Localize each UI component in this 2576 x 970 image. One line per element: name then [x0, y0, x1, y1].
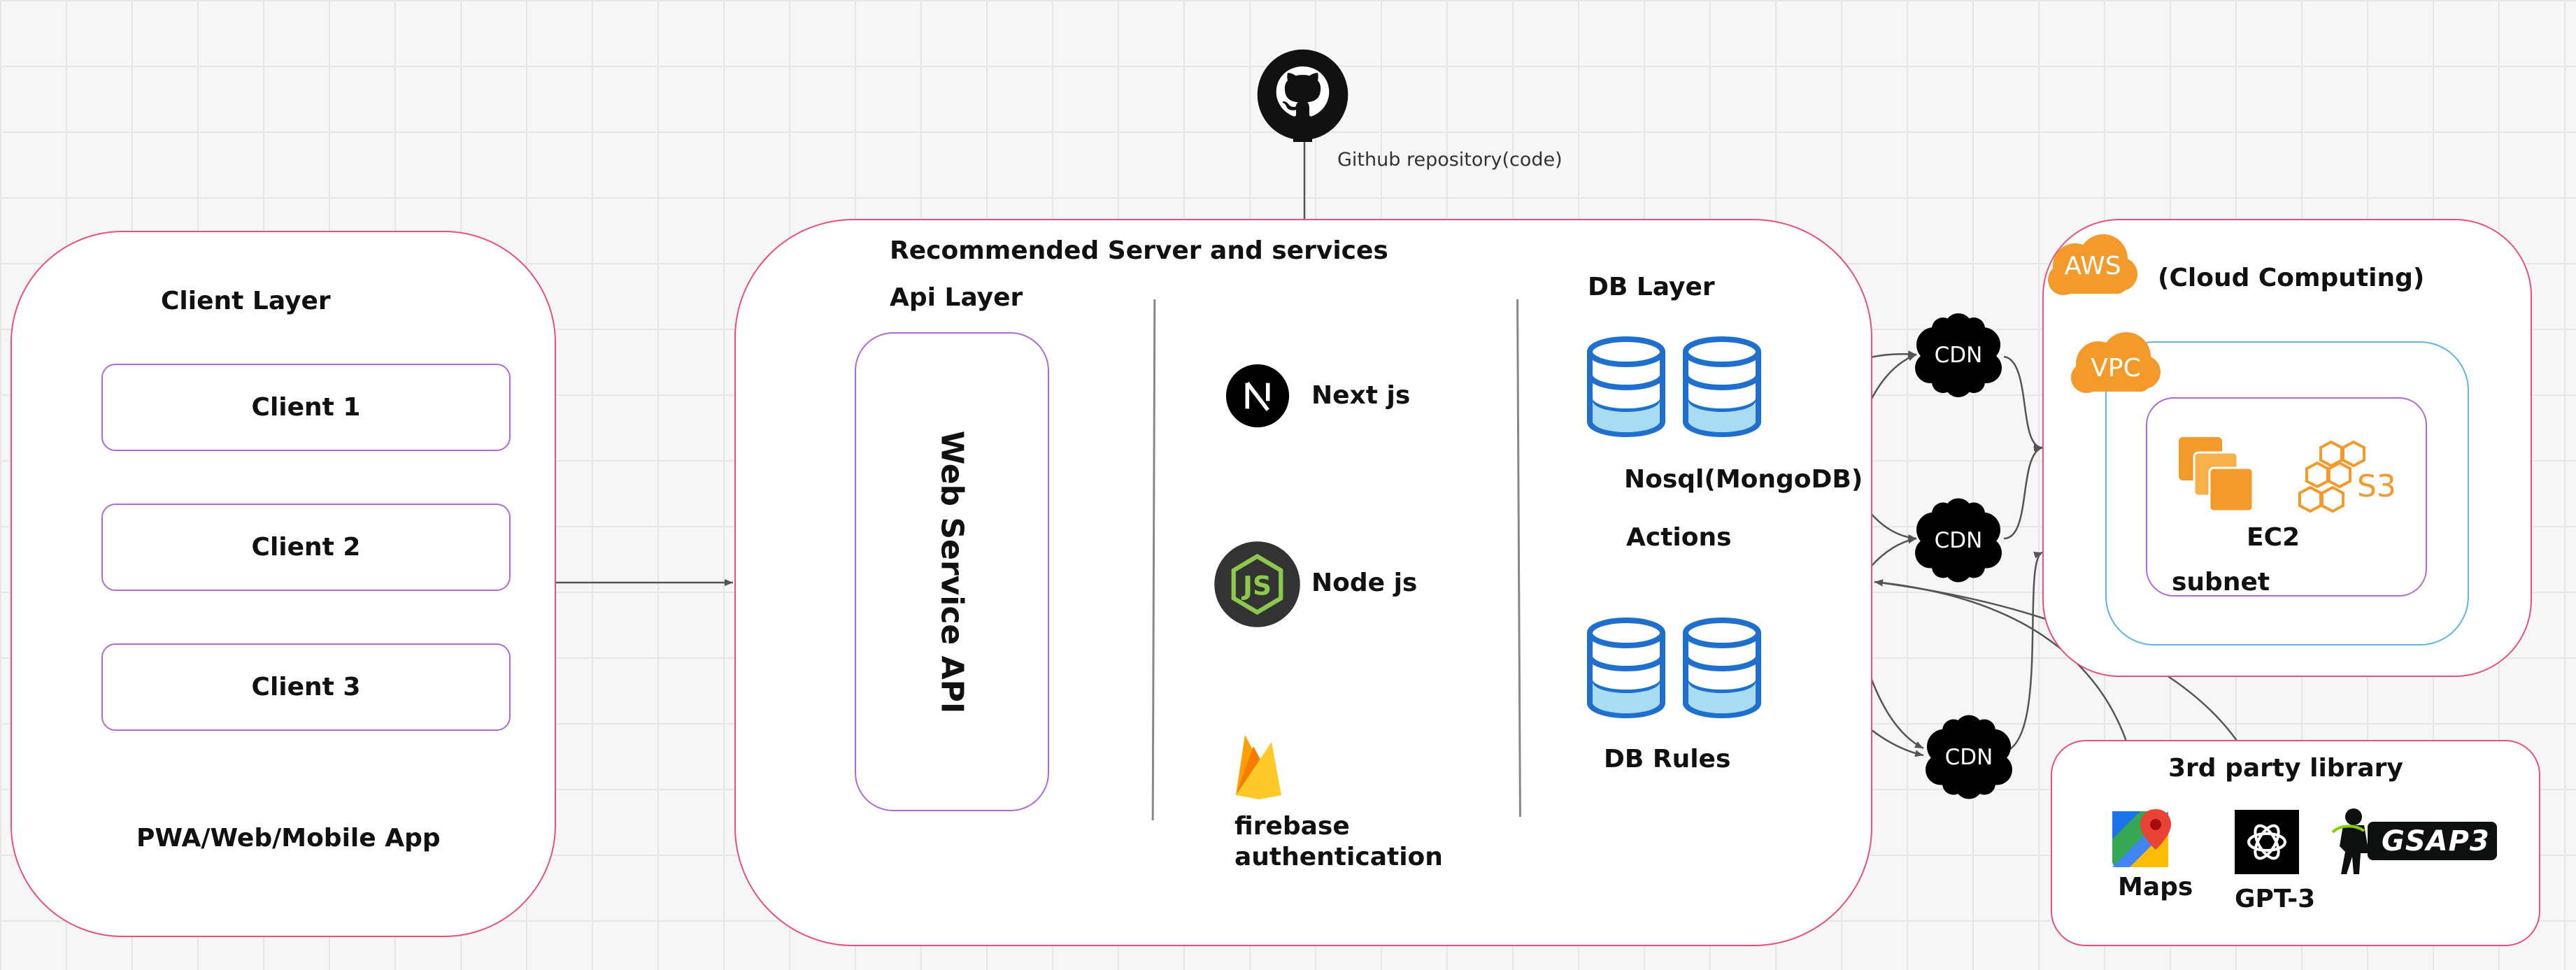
- gsap-logo: GSAP3: [2326, 804, 2500, 878]
- gpt-label: GPT-3: [2235, 885, 2316, 913]
- firebase-icon: [1232, 731, 1285, 801]
- cdn-cloud: CDN: [1909, 497, 2007, 584]
- aws-badge-text: AWS: [2064, 252, 2121, 280]
- github-icon: [1255, 48, 1350, 142]
- cloud-title: (Cloud Computing): [2158, 264, 2425, 292]
- vpc-badge: VPC: [2067, 329, 2165, 396]
- ec2-icon: [2179, 437, 2259, 518]
- client-1-box[interactable]: Client 1: [101, 364, 511, 451]
- web-service-api-label: Web Service API: [934, 430, 970, 713]
- nextjs-label: Next js: [1311, 381, 1411, 410]
- nosql-label: Nosql(MongoDB): [1624, 465, 1863, 494]
- maps-label: Maps: [2118, 873, 2193, 901]
- svg-text:JS: JS: [1241, 571, 1272, 601]
- database-icon: [1587, 618, 1665, 718]
- gsap-label: GSAP3: [2382, 825, 2490, 857]
- server-title: Recommended Server and services: [890, 236, 1388, 265]
- subnet-label: subnet: [2172, 568, 2270, 597]
- cdn-label: CDN: [1934, 527, 1983, 553]
- web-service-api-box[interactable]: Web Service API: [855, 332, 1049, 811]
- db-rules-label: DB Rules: [1604, 745, 1731, 773]
- database-icon: [1587, 336, 1665, 437]
- cdn-label: CDN: [1944, 744, 1993, 770]
- database-icon: [1683, 336, 1761, 437]
- client-layer-title: Client Layer: [161, 287, 331, 315]
- cdn-cloud: CDN: [1909, 313, 2007, 397]
- ec2-label: EC2: [2247, 523, 2300, 552]
- firebase-label: firebase authentication: [1234, 812, 1443, 871]
- nextjs-icon: [1225, 364, 1290, 428]
- nodejs-icon: JS: [1214, 541, 1301, 628]
- google-maps-icon: [2112, 808, 2175, 871]
- s3-icon: S3: [2293, 437, 2398, 521]
- aws-badge: AWS: [2044, 231, 2142, 298]
- database-icon: [1683, 618, 1761, 718]
- vpc-badge-text: VPC: [2091, 354, 2141, 383]
- api-layer-title: Api Layer: [890, 283, 1023, 312]
- github-label: Github repository(code): [1337, 149, 1563, 171]
- actions-label: Actions: [1626, 523, 1732, 552]
- client-2-box[interactable]: Client 2: [101, 504, 511, 591]
- openai-icon: [2235, 810, 2299, 874]
- subnet-container: [2146, 397, 2427, 597]
- db-layer-title: DB Layer: [1588, 273, 1715, 301]
- client-layer-footer: PWA/Web/Mobile App: [136, 824, 441, 853]
- cdn-cloud: CDN: [1920, 713, 2018, 801]
- third-party-title: 3rd party library: [2168, 754, 2403, 783]
- s3-label: S3: [2357, 469, 2396, 504]
- cdn-label: CDN: [1934, 343, 1983, 368]
- client-3-box[interactable]: Client 3: [101, 643, 511, 731]
- nodejs-label: Node js: [1311, 569, 1418, 597]
